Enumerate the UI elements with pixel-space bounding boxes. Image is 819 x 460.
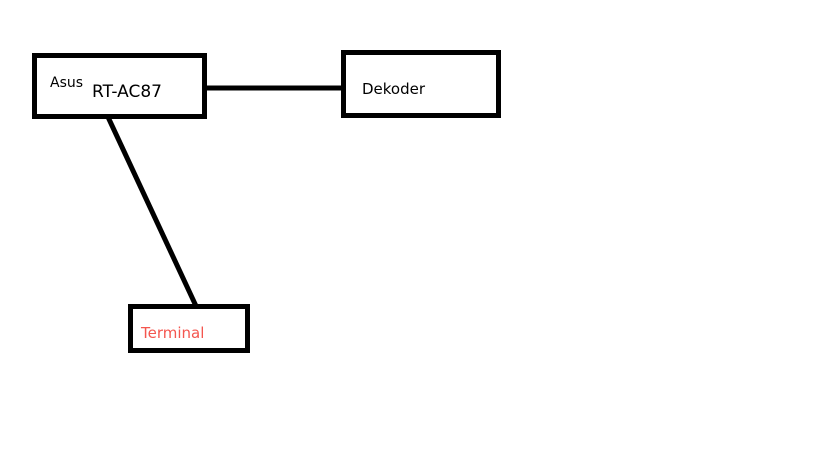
edge-router-terminal[interactable]: [105, 115, 199, 308]
asus-router-brand-label: Asus: [50, 75, 84, 91]
dekoder-node[interactable]: Dekoder: [341, 50, 501, 118]
terminal-node-label: Terminal: [141, 324, 205, 342]
asus-router-model-label: RT-AC87: [92, 82, 162, 102]
terminal-node[interactable]: Terminal: [128, 304, 250, 353]
dekoder-node-label: Dekoder: [362, 80, 426, 98]
asus-router-node[interactable]: Asus RT-AC87: [32, 53, 207, 119]
